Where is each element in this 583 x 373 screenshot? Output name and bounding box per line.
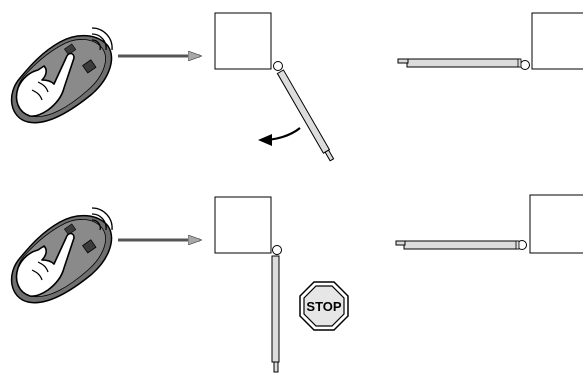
gate-leaf-stopped	[271, 255, 280, 373]
row-2-stopped: STOP	[10, 194, 583, 373]
gate-motion-arrow	[258, 127, 301, 146]
hand-pressing-icon	[15, 232, 75, 297]
right-gate-closed	[397, 12, 583, 70]
gate-leaf-opening	[276, 69, 335, 162]
hand-pressing-icon	[15, 52, 75, 117]
hinge	[272, 245, 282, 255]
stop-sign-icon: STOP	[299, 281, 349, 331]
right-gate-closed	[395, 194, 583, 254]
stop-sign-label: STOP	[306, 299, 341, 314]
radio-signal-icon	[91, 27, 113, 51]
left-gate-post	[214, 12, 272, 70]
left-gate-post	[214, 196, 272, 254]
hinge	[273, 61, 283, 71]
row-1-opening	[10, 12, 583, 162]
radio-signal-icon	[91, 207, 113, 231]
